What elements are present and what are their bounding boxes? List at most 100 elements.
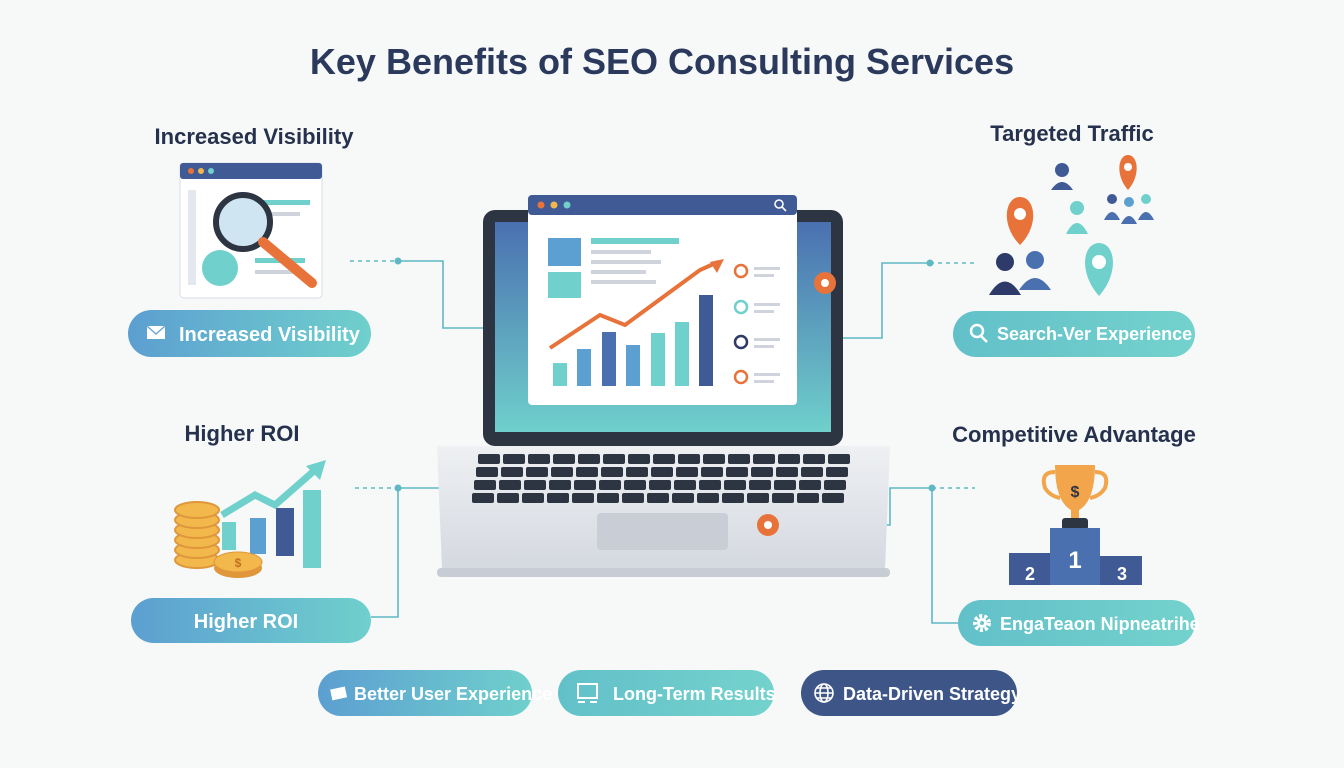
keyboard-key [553, 454, 575, 464]
engagement-pill[interactable] [958, 600, 1195, 646]
long-term-results-label: Long-Term Results [613, 684, 776, 704]
keyboard [472, 454, 850, 503]
keyboard-key [672, 493, 694, 503]
keyboard-key [499, 480, 521, 490]
higher-roi-pill-label: Higher ROI [194, 611, 298, 633]
keyboard-key [574, 480, 596, 490]
coins-growth-illustration: $ [174, 460, 326, 578]
keyboard-key [801, 467, 823, 477]
keyboard-key [578, 454, 600, 464]
keyboard-key [651, 467, 673, 477]
trophy-podium-illustration: $ 2 1 3 [1009, 465, 1142, 585]
keyboard-key [474, 480, 496, 490]
keyboard-key [649, 480, 671, 490]
higher-roi-pill[interactable] [131, 598, 371, 643]
data-driven-strategy-label: Data-Driven Strategy [843, 684, 1021, 704]
keyboard-key [628, 454, 650, 464]
keyboard-key [747, 493, 769, 503]
keyboard-key [828, 454, 850, 464]
keyboard-key [799, 480, 821, 490]
bar-chart-icon [548, 259, 724, 386]
keyboard-key [703, 454, 725, 464]
keyboard-key [599, 480, 621, 490]
keyboard-key [774, 480, 796, 490]
keyboard-key [674, 480, 696, 490]
keyboard-key [647, 493, 669, 503]
keyboard-key [822, 493, 844, 503]
heading-competitive-advantage: Competitive Advantage [952, 422, 1196, 447]
people-pins-illustration [989, 155, 1154, 296]
keyboard-key [751, 467, 773, 477]
keyboard-key [778, 454, 800, 464]
engagement-pill-label: EngaTeaon Nipneatrihe [1000, 614, 1200, 634]
keyboard-key [524, 480, 546, 490]
keyboard-key [626, 467, 648, 477]
keyboard-key [753, 454, 775, 464]
gear-icon [973, 614, 991, 632]
better-user-experience-label: Better User Experience [354, 684, 552, 704]
keyboard-key [824, 480, 846, 490]
keyboard-key [697, 493, 719, 503]
keyboard-key [699, 480, 721, 490]
keyboard-key [547, 493, 569, 503]
keyboard-key [549, 480, 571, 490]
keyboard-key [797, 493, 819, 503]
keyboard-key [497, 493, 519, 503]
search-icon [774, 199, 787, 212]
keyboard-key [772, 493, 794, 503]
monitor-icon [577, 683, 598, 703]
keyboard-key [776, 467, 798, 477]
heading-higher-roi: Higher ROI [185, 421, 300, 446]
keyboard-key [749, 480, 771, 490]
coin-dollar-symbol: $ [235, 556, 242, 570]
increased-visibility-pill-label: Increased Visibility [179, 324, 361, 346]
laptop-illustration [437, 195, 890, 577]
keyboard-key [601, 467, 623, 477]
globe-icon [814, 683, 834, 703]
page-title: Key Benefits of SEO Consulting Services [310, 41, 1014, 82]
magnifier-browser-illustration [179, 162, 323, 299]
heading-increased-visibility: Increased Visibility [155, 124, 355, 149]
keyboard-key [522, 493, 544, 503]
keyboard-key [576, 467, 598, 477]
long-term-results-pill[interactable] [558, 670, 774, 716]
keyboard-key [826, 467, 848, 477]
search-icon [969, 323, 988, 343]
keyboard-key [728, 454, 750, 464]
coin [174, 501, 220, 519]
keyboard-key [803, 454, 825, 464]
keyboard-key [678, 454, 700, 464]
envelope-icon [330, 686, 348, 701]
podium-third: 3 [1117, 564, 1127, 584]
keyboard-key [501, 467, 523, 477]
data-driven-strategy-pill[interactable] [801, 670, 1017, 716]
keyboard-key [551, 467, 573, 477]
keyboard-key [722, 493, 744, 503]
keyboard-key [622, 493, 644, 503]
keyboard-key [624, 480, 646, 490]
increased-visibility-pill[interactable] [128, 310, 371, 357]
keyboard-key [503, 454, 525, 464]
search-experience-pill-label: Search-Ver Experience [997, 324, 1192, 344]
keyboard-key [726, 467, 748, 477]
keyboard-key [572, 493, 594, 503]
keyboard-key [476, 467, 498, 477]
keyboard-key [701, 467, 723, 477]
keyboard-key [724, 480, 746, 490]
trophy-dollar-symbol: $ [1071, 484, 1080, 501]
keyboard-key [597, 493, 619, 503]
trackpad [597, 513, 728, 550]
list-icons [733, 263, 780, 385]
keyboard-key [603, 454, 625, 464]
keyboard-key [478, 454, 500, 464]
keyboard-key [653, 454, 675, 464]
heading-targeted-traffic: Targeted Traffic [990, 121, 1153, 146]
better-user-experience-pill[interactable] [318, 670, 532, 716]
podium-second: 2 [1025, 564, 1035, 584]
keyboard-key [676, 467, 698, 477]
envelope-icon [146, 325, 166, 339]
keyboard-key [472, 493, 494, 503]
podium-first: 1 [1068, 547, 1081, 574]
search-experience-pill[interactable] [953, 311, 1195, 357]
